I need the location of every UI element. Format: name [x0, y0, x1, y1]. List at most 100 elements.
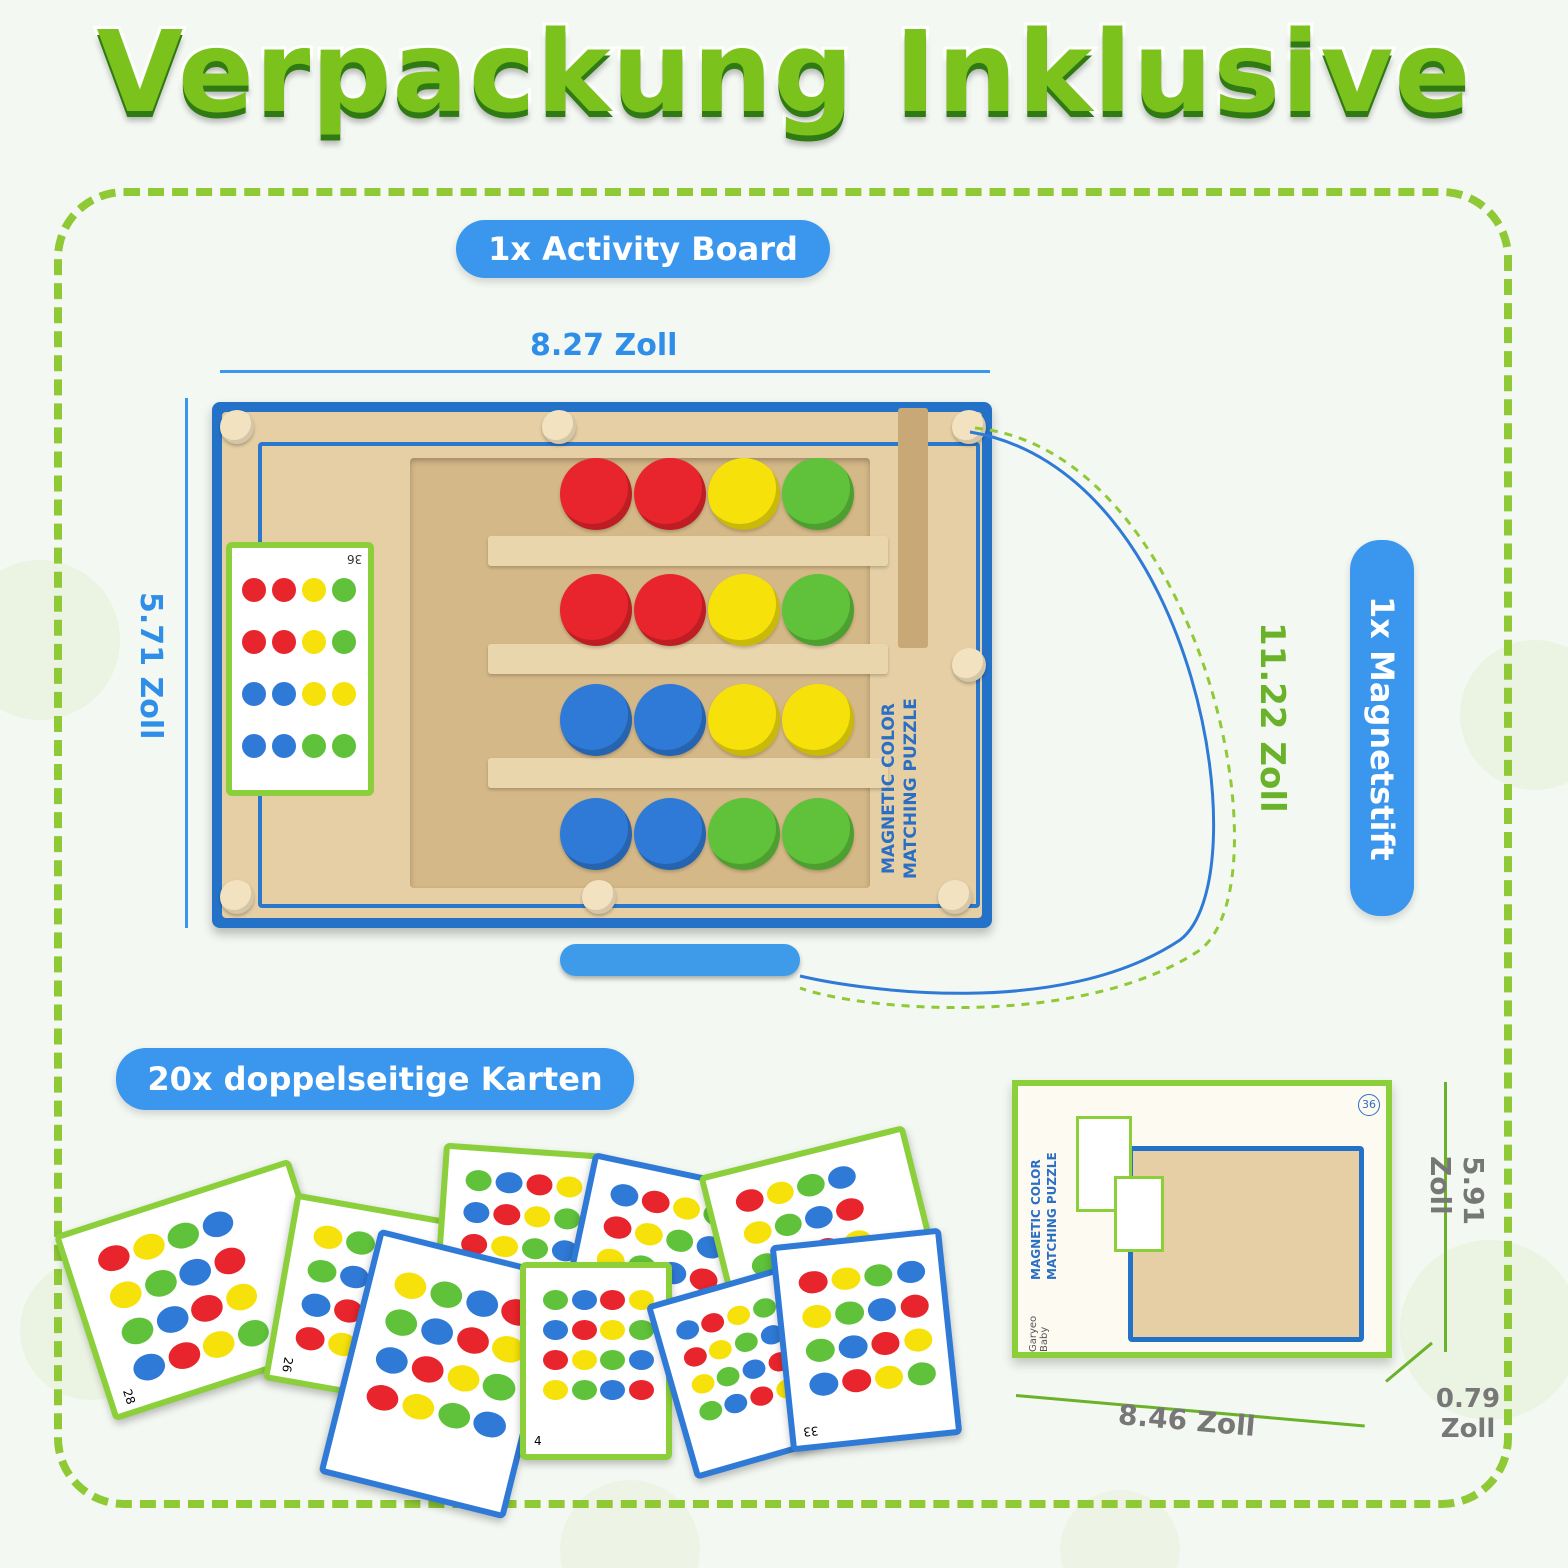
board-height-arrow	[185, 398, 188, 928]
corner-peg	[952, 648, 986, 682]
pattern-dot	[188, 1291, 227, 1326]
pattern-dot	[130, 1350, 169, 1384]
pattern-dot	[471, 1408, 509, 1441]
pattern-dot	[463, 1286, 501, 1320]
pattern-dot	[870, 1330, 902, 1357]
pattern-dot	[571, 1290, 597, 1311]
box-name-line1: MAGNETIC COLOR	[1029, 1159, 1043, 1280]
cards-label: 20x doppelseitige Karten	[116, 1048, 634, 1110]
pattern-dot	[571, 1350, 597, 1371]
box-height-label: 5.91 Zoll	[1424, 1156, 1490, 1226]
bead-green[interactable]	[782, 574, 854, 646]
pattern-dot	[764, 1179, 797, 1208]
magnet-pen-label: 1x Magnetstift	[1350, 540, 1414, 916]
box-depth-label: 0.79 Zoll	[1428, 1384, 1508, 1444]
box-product-name: MAGNETIC COLOR MATCHING PUZZLE	[1028, 1100, 1074, 1280]
pattern-dot	[600, 1320, 626, 1341]
box-age-badge: 36	[1358, 1094, 1380, 1116]
pattern-dot	[435, 1399, 473, 1432]
pattern-dot	[464, 1169, 493, 1193]
card-number: 28	[120, 1387, 139, 1407]
bead-yellow[interactable]	[708, 684, 780, 756]
pattern-dot	[118, 1313, 157, 1348]
pattern-dot	[689, 1371, 717, 1396]
bead-blue[interactable]	[634, 684, 706, 756]
rail	[488, 758, 888, 788]
pattern-dot	[542, 1350, 568, 1371]
card-number: 26	[279, 1355, 296, 1374]
bead-yellow[interactable]	[782, 684, 854, 756]
bead-blue[interactable]	[560, 684, 632, 756]
pattern-dot	[408, 1352, 447, 1386]
pattern-dot	[797, 1269, 829, 1295]
bead-green[interactable]	[708, 798, 780, 870]
pattern-dot	[833, 1195, 866, 1224]
bead-red[interactable]	[634, 458, 706, 530]
pattern-dot	[382, 1306, 420, 1340]
pattern-dot	[542, 1290, 568, 1311]
pattern-dot	[629, 1380, 655, 1401]
pattern-dot	[106, 1277, 145, 1312]
box-height-arrow	[1444, 1082, 1447, 1352]
box-name-line2: MATCHING PUZZLE	[1045, 1152, 1059, 1280]
pattern-dot	[772, 1211, 805, 1240]
board-width-label: 8.27 Zoll	[530, 328, 678, 363]
bead-green[interactable]	[782, 458, 854, 530]
pattern-dot	[795, 1171, 828, 1200]
pattern-dot	[899, 1293, 931, 1319]
board-width-arrow	[220, 370, 990, 373]
pattern-dot	[571, 1380, 597, 1401]
board-name-line1: MAGNETIC COLOR	[879, 703, 899, 875]
pattern-dot	[555, 1175, 584, 1199]
pen-slot	[898, 408, 928, 648]
card-number: 36	[346, 552, 362, 566]
pattern-dot	[804, 1337, 836, 1364]
pattern-dot	[600, 1290, 626, 1311]
pattern-dot	[427, 1277, 465, 1311]
bead-red[interactable]	[560, 458, 632, 530]
pattern-dot	[525, 1173, 554, 1197]
magnet-pen-label-text: 1x Magnetstift	[1363, 595, 1401, 861]
pattern-dot	[601, 1214, 634, 1242]
bead-blue[interactable]	[634, 798, 706, 870]
pattern-card[interactable]: 4	[520, 1262, 672, 1460]
pattern-dot	[542, 1320, 568, 1341]
bead-red[interactable]	[634, 574, 706, 646]
box-brand: Garyeo Baby	[1028, 1315, 1050, 1352]
pattern-dot	[740, 1356, 768, 1382]
pattern-dot	[895, 1258, 927, 1285]
pattern-dot	[176, 1255, 215, 1289]
pattern-dot	[542, 1380, 568, 1401]
pattern-dot	[453, 1324, 492, 1357]
bead-blue[interactable]	[560, 798, 632, 870]
magnet-pen[interactable]	[560, 944, 800, 976]
pattern-dot	[571, 1320, 597, 1341]
pattern-dot	[629, 1350, 655, 1371]
pattern-dot	[663, 1227, 696, 1255]
pattern-dot	[830, 1265, 862, 1292]
pattern-dot	[750, 1296, 779, 1321]
bead-yellow[interactable]	[708, 574, 780, 646]
board-height-label: 5.71 Zoll	[133, 592, 168, 740]
bead-red[interactable]	[560, 574, 632, 646]
bead-yellow[interactable]	[708, 458, 780, 530]
corner-peg	[542, 410, 576, 444]
pattern-card-slot: 36	[226, 542, 374, 796]
package-contents-frame	[54, 188, 1512, 1508]
pattern-dot	[600, 1380, 626, 1401]
pattern-dot	[153, 1302, 192, 1337]
pattern-card[interactable]: 33	[769, 1227, 963, 1453]
pattern-dot	[399, 1390, 437, 1423]
pattern-dot	[902, 1327, 934, 1353]
bead-green[interactable]	[782, 798, 854, 870]
pattern-dot	[462, 1201, 491, 1224]
pattern-dot	[699, 1310, 727, 1335]
corner-peg	[582, 880, 616, 914]
pattern-dot	[673, 1318, 702, 1343]
pattern-dot	[311, 1223, 344, 1252]
box-card-image	[1114, 1176, 1164, 1252]
pattern-dot	[639, 1188, 672, 1216]
pattern-dot	[363, 1381, 401, 1414]
pattern-dot	[418, 1315, 456, 1349]
pattern-dot	[841, 1368, 872, 1394]
